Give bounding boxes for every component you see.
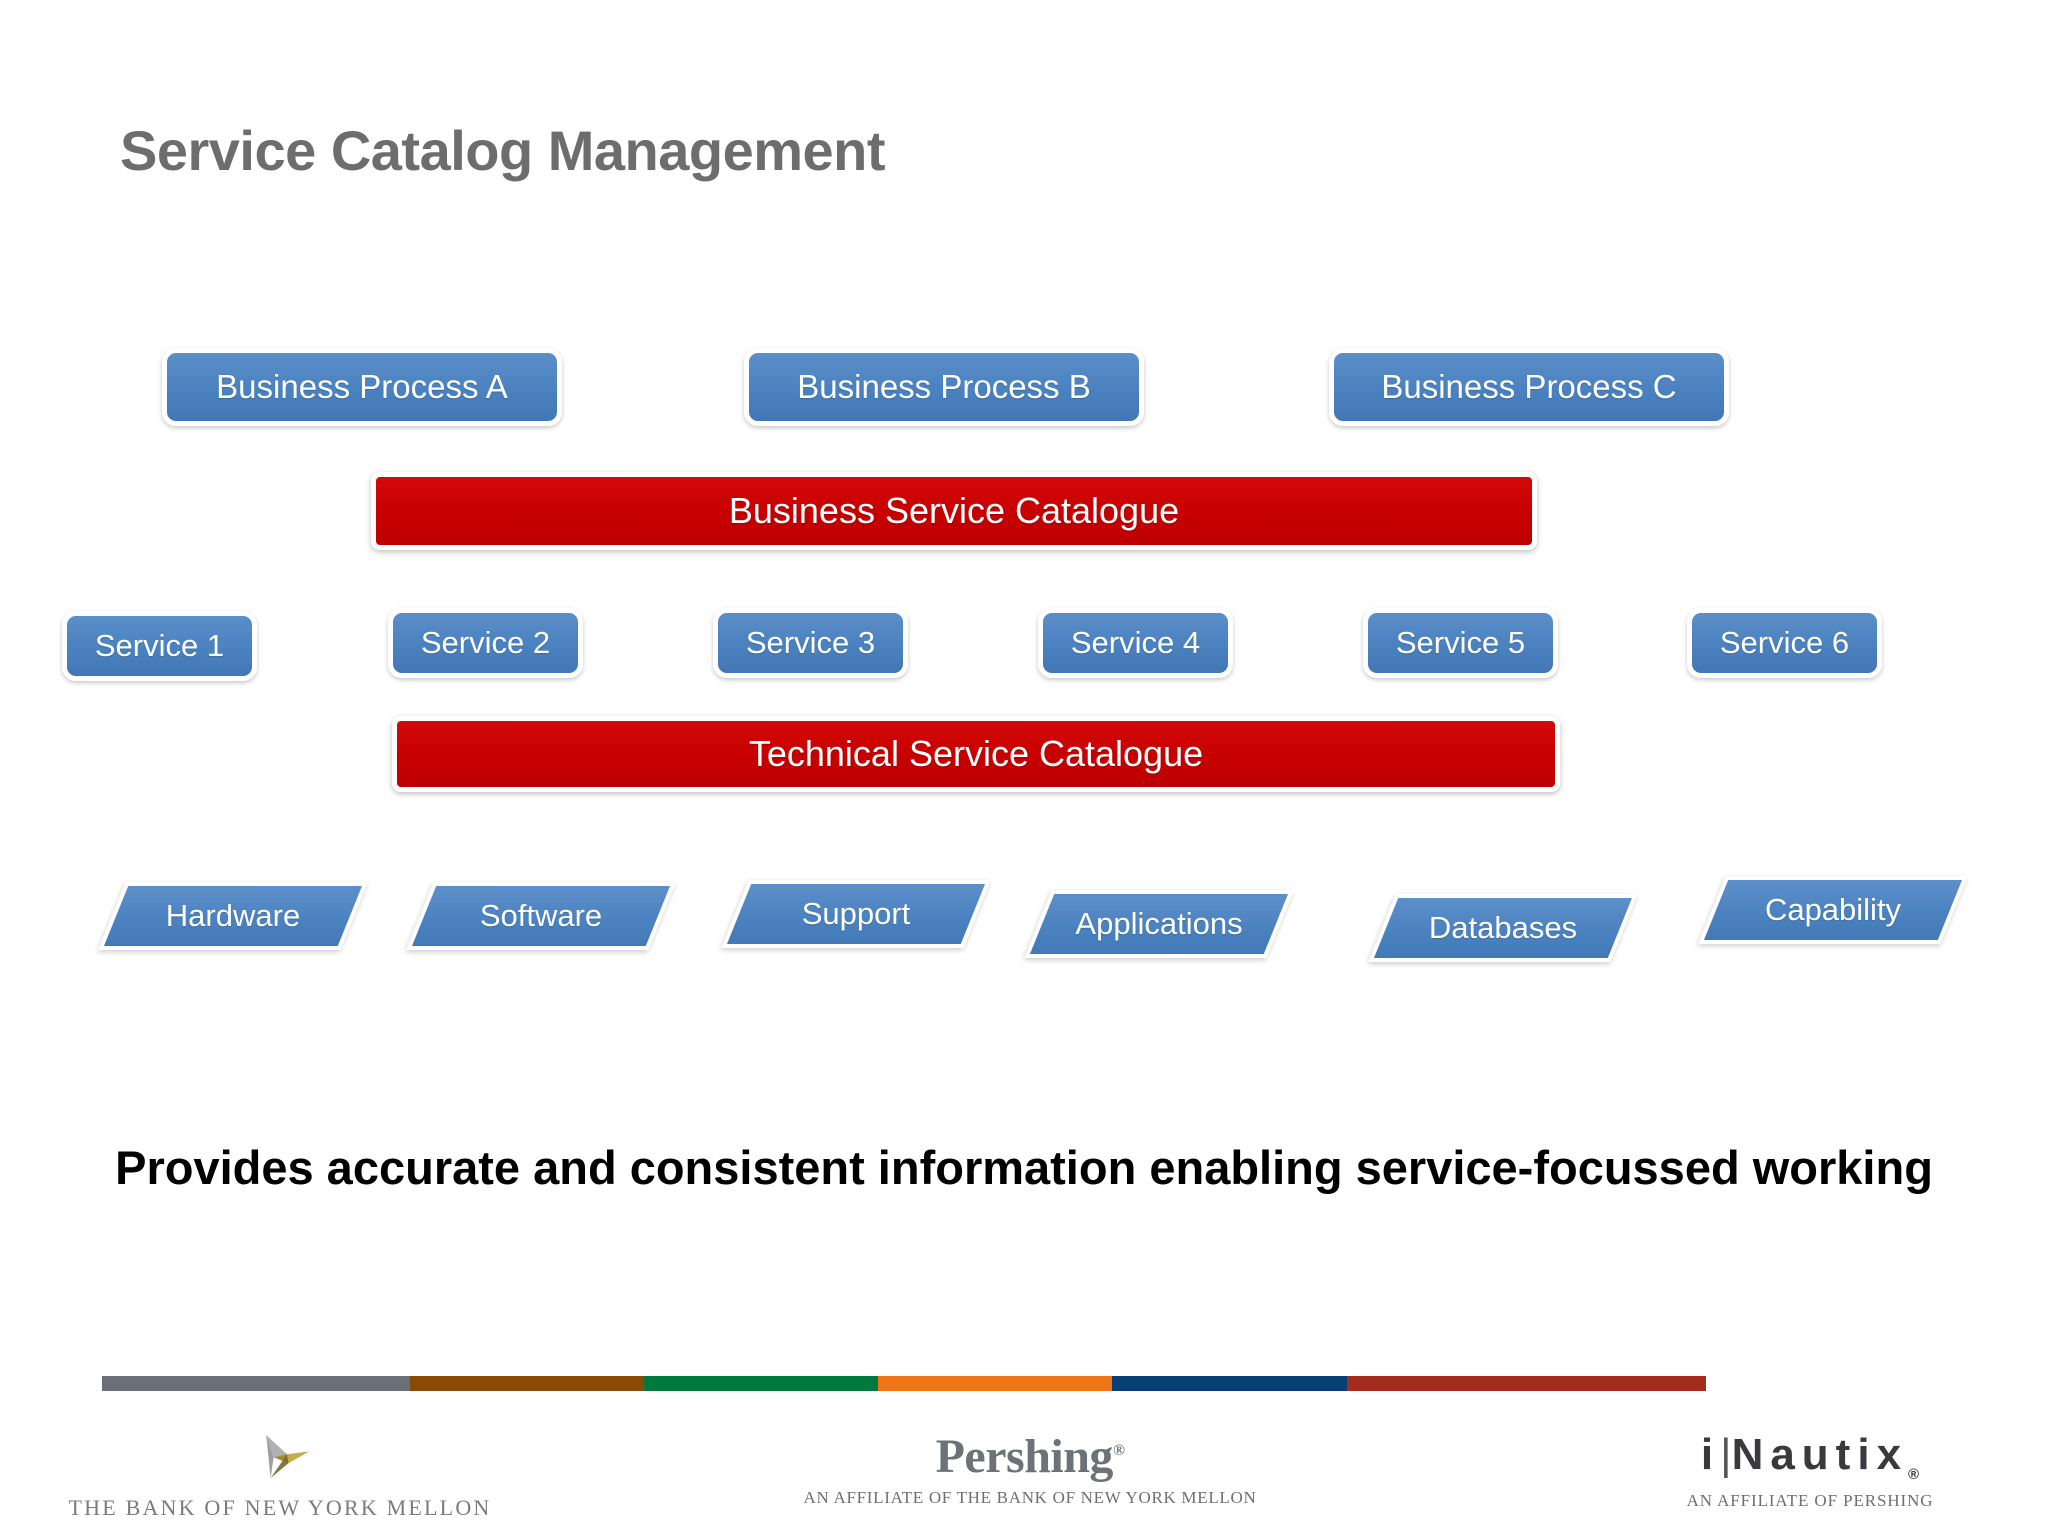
component-applications[interactable]: Applications (1024, 890, 1294, 958)
business-process-box-c[interactable]: Business Process C (1329, 348, 1729, 426)
business-process-label: Business Process B (797, 368, 1091, 405)
bny-arrow-icon (266, 1434, 310, 1479)
business-service-catalogue-label: Business Service Catalogue (728, 490, 1180, 531)
component-databases[interactable]: Databases (1368, 894, 1638, 962)
technical-service-catalogue-bar[interactable]: Technical Service Catalogue (392, 716, 1560, 792)
component-label: Databases (1428, 910, 1578, 945)
page-title: Service Catalog Management (120, 119, 886, 182)
service-label: Service 3 (745, 625, 876, 660)
component-support[interactable]: Support (721, 880, 991, 948)
logo-pershing: Pershing® AN AFFILIATE OF THE BANK OF NE… (800, 1430, 1260, 1508)
slide-caption: Provides accurate and consistent informa… (115, 1141, 1933, 1194)
component-hardware[interactable]: Hardware (98, 882, 368, 950)
service-label: Service 4 (1070, 625, 1201, 660)
service-label: Service 2 (420, 625, 551, 660)
logo-bank-of-new-york-mellon: THE BANK OF NEW YORK MELLON (60, 1432, 500, 1521)
component-label: Software (479, 898, 603, 933)
component-label: Applications (1075, 906, 1243, 941)
service-box-5[interactable]: Service 5 (1363, 608, 1558, 678)
component-label: Support (801, 896, 911, 931)
inautix-name-i: i (1700, 1430, 1721, 1479)
technical-service-catalogue-label: Technical Service Catalogue (748, 733, 1204, 774)
component-capability[interactable]: Capability (1698, 876, 1968, 944)
inautix-tagline: AN AFFILIATE OF PERSHING (1686, 1490, 1934, 1510)
color-bar-segment-green (644, 1376, 879, 1391)
service-label: Service 5 (1395, 625, 1526, 660)
registered-mark-icon: ® (1112, 1442, 1125, 1459)
pershing-wordmark: Pershing® (800, 1430, 1260, 1483)
inautix-name-rest: Nautix (1731, 1430, 1909, 1479)
service-label: Service 6 (1719, 625, 1850, 660)
footer-color-bar (102, 1376, 1706, 1391)
bny-wordmark: THE BANK OF NEW YORK MELLON (68, 1495, 492, 1520)
business-process-label: Business Process A (216, 368, 508, 405)
component-label: Hardware (165, 898, 301, 933)
inautix-wordmark: i|Nautix® (1600, 1430, 2020, 1483)
service-box-3[interactable]: Service 3 (713, 608, 908, 678)
component-label: Capability (1764, 892, 1902, 927)
business-process-box-a[interactable]: Business Process A (162, 348, 562, 426)
inautix-divider-icon: | (1720, 1430, 1732, 1479)
registered-mark-icon: ® (1908, 1465, 1920, 1483)
color-bar-segment-navy (1112, 1376, 1347, 1391)
pershing-tagline: AN AFFILIATE OF THE BANK OF NEW YORK MEL… (803, 1488, 1257, 1508)
service-box-1[interactable]: Service 1 (62, 611, 257, 681)
color-bar-segment-gray (102, 1376, 410, 1391)
service-box-2[interactable]: Service 2 (388, 608, 583, 678)
service-label: Service 1 (94, 628, 225, 663)
business-process-label: Business Process C (1381, 368, 1677, 405)
service-box-6[interactable]: Service 6 (1687, 608, 1882, 678)
pershing-name: Pershing (935, 1430, 1114, 1483)
color-bar-segment-orange (878, 1376, 1113, 1391)
component-software[interactable]: Software (406, 882, 676, 950)
business-process-box-b[interactable]: Business Process B (744, 348, 1144, 426)
color-bar-segment-red (1346, 1376, 1706, 1391)
business-service-catalogue-bar[interactable]: Business Service Catalogue (371, 472, 1537, 550)
color-bar-segment-brown (409, 1376, 645, 1391)
logo-inautix: i|Nautix® AN AFFILIATE OF PERSHING (1600, 1430, 2020, 1511)
service-box-4[interactable]: Service 4 (1038, 608, 1233, 678)
